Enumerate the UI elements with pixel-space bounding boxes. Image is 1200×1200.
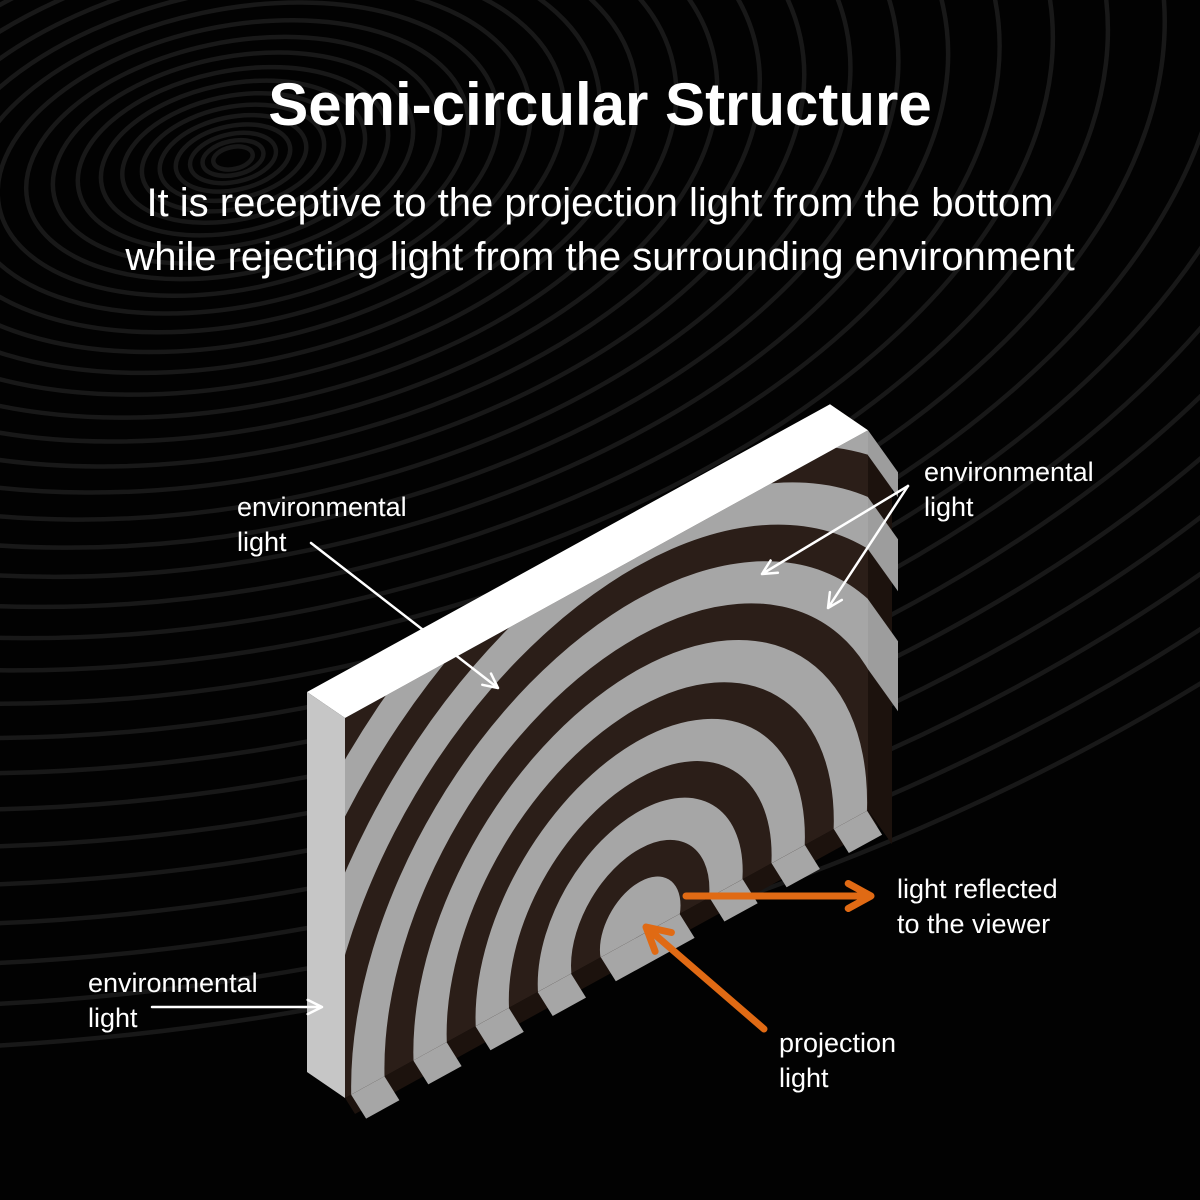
label-environmental-light-right: environmental light (924, 455, 1094, 525)
ridge-end-bottom (833, 810, 883, 853)
ridge-end-bottom (771, 845, 820, 888)
label-line: light (237, 527, 287, 557)
light-reflected-arrow (682, 880, 875, 912)
environmental-light-arrow-top-left (309, 541, 500, 690)
subtitle-line-2: while rejecting light from the surroundi… (125, 235, 1075, 279)
label-environmental-light-top-left: environmental light (237, 490, 407, 560)
ridge-end-right (868, 497, 898, 592)
slab-top-face (307, 404, 868, 718)
label-light-reflected-to-viewer: light reflected to the viewer (897, 872, 1058, 942)
environmental-light-arrow-right-1 (760, 484, 910, 576)
label-line: environmental (924, 457, 1094, 487)
label-line: environmental (88, 968, 258, 998)
label-line: light (88, 1003, 138, 1033)
ridge-end-right (868, 599, 898, 712)
ridge-end-right (868, 430, 898, 498)
projection-light-arrow (642, 923, 768, 1033)
label-line: light (779, 1063, 829, 1093)
slab-left-side (307, 692, 345, 1098)
ridge-end-bottom (475, 1007, 524, 1051)
ridge-end-bottom (413, 1042, 462, 1085)
environmental-light-arrow-right-2 (826, 484, 910, 610)
label-line: projection (779, 1028, 897, 1058)
ridge-end-bottom (351, 1076, 400, 1119)
label-line: environmental (237, 492, 407, 522)
environmental-light-arrow-bottom-left (150, 998, 324, 1016)
label-line: light (924, 492, 974, 522)
subtitle-line-1: It is receptive to the projection light … (146, 181, 1054, 225)
ridge-end-bottom (709, 879, 758, 922)
label-line: to the viewer (897, 909, 1051, 939)
label-projection-light: projection light (779, 1026, 896, 1096)
page-title: Semi-circular Structure (268, 71, 932, 138)
label-line: light reflected (897, 874, 1058, 904)
label-environmental-light-bottom-left: environmental light (88, 966, 258, 1036)
ridge-end-bottom (537, 973, 586, 1016)
page-subtitle: It is receptive to the projection light … (0, 176, 1200, 284)
